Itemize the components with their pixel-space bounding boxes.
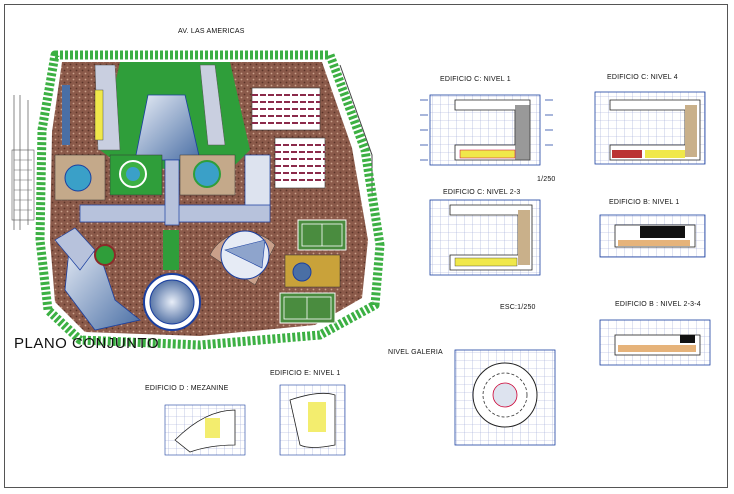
plan-edificio-c-nivel-2-3 [429, 199, 541, 276]
plan-edificio-c-nivel-1 [420, 94, 553, 166]
plan-edificio-d-mezanine [164, 404, 246, 456]
plan-nivel-galeria [454, 349, 556, 446]
sheet-border [4, 4, 728, 488]
view-title-galeria: NIVEL GALERIA [388, 349, 443, 356]
parking-rows [251, 87, 326, 189]
view-title-b234: EDIFICIO B : NIVEL 2-3-4 [615, 301, 701, 308]
plan-edificio-c-nivel-4 [594, 91, 706, 165]
view-title-d: EDIFICIO D : MEZANINE [145, 385, 229, 392]
plan-edificio-b-nivel-1 [599, 214, 706, 258]
scale-label-b: ESC:1/250 [500, 304, 536, 311]
view-title-b1: EDIFICIO B: NIVEL 1 [609, 199, 680, 206]
view-title-c23: EDIFICIO C: NIVEL 2-3 [443, 189, 521, 196]
plan-edificio-e-nivel-1 [279, 384, 346, 456]
site-plan [11, 50, 385, 350]
view-title-c4: EDIFICIO C: NIVEL 4 [607, 74, 678, 81]
view-title-c1: EDIFICIO C: NIVEL 1 [440, 76, 511, 83]
scale-label-a: 1/250 [537, 176, 556, 183]
street-label: AV. LAS AMERICAS [178, 28, 245, 35]
view-title-e1: EDIFICIO E: NIVEL 1 [270, 370, 341, 377]
site-plan-title: PLANO CONJUNTO [14, 335, 160, 352]
plan-edificio-b-nivel-2-3-4 [599, 319, 711, 366]
